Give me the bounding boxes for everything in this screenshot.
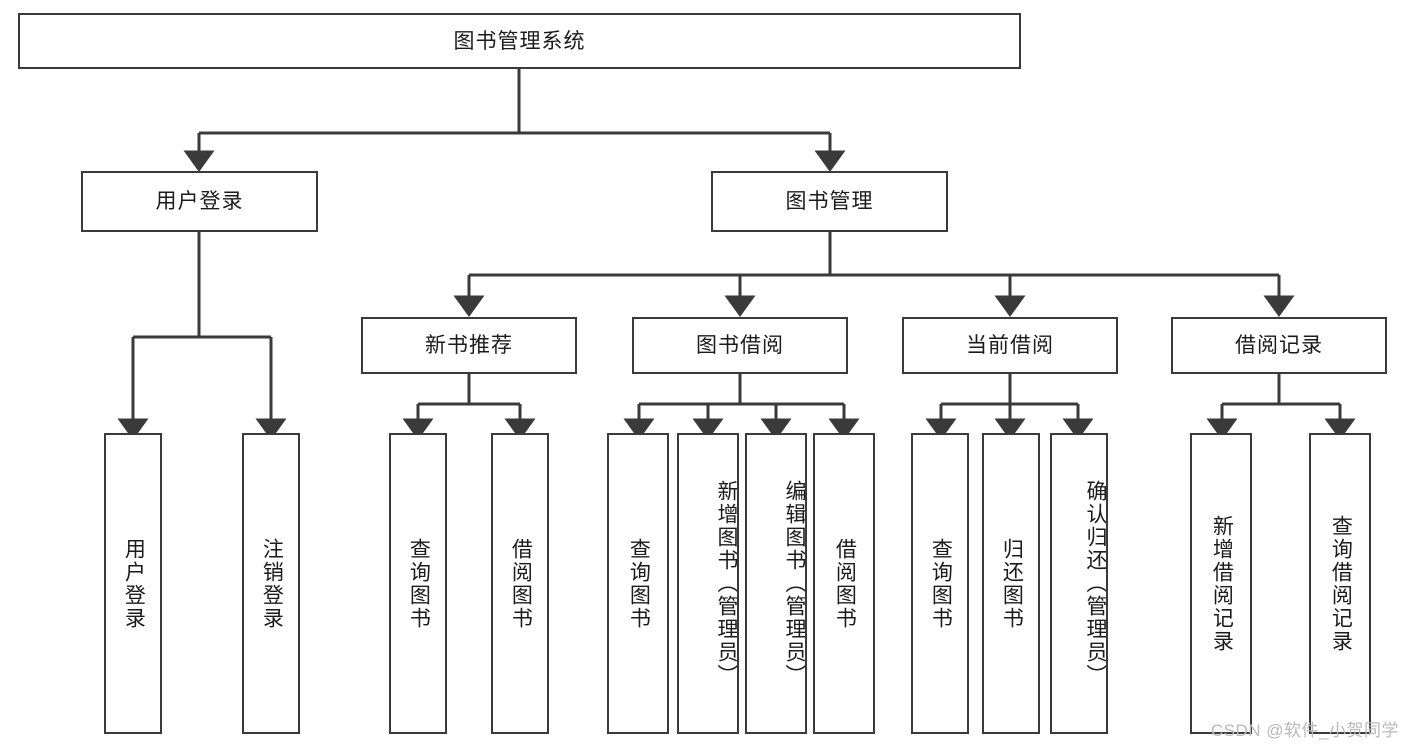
node-label: 查询图书: [627, 537, 651, 630]
leaf-confirm-return-admin[interactable]: 确认归还（管理员）: [1050, 433, 1108, 734]
node-label: 图书借阅: [696, 334, 784, 357]
node-label: 新书推荐: [425, 334, 513, 357]
node-label: 查询借阅记录: [1329, 514, 1353, 653]
leaf-add-borrow-record[interactable]: 新增借阅记录: [1190, 433, 1252, 734]
node-current-borrow[interactable]: 当前借阅: [902, 317, 1118, 374]
leaf-add-book-admin[interactable]: 新增图书（管理员）: [677, 433, 739, 734]
node-label: 编辑图书（管理员）: [783, 480, 806, 687]
node-label: 新增借阅记录: [1210, 514, 1234, 653]
node-borrow-record[interactable]: 借阅记录: [1171, 317, 1387, 374]
node-label: 借阅记录: [1235, 334, 1323, 357]
leaf-query-book-current[interactable]: 查询图书: [911, 433, 969, 734]
node-book-borrow[interactable]: 图书借阅: [632, 317, 848, 374]
node-new-book-recommend[interactable]: 新书推荐: [361, 317, 577, 374]
node-label: 用户登录: [122, 537, 146, 630]
node-user-login[interactable]: 用户登录: [81, 171, 318, 232]
node-label: 查询图书: [929, 537, 953, 630]
leaf-user-login[interactable]: 用户登录: [104, 433, 162, 734]
leaf-return-book[interactable]: 归还图书: [982, 433, 1040, 734]
node-book-management[interactable]: 图书管理: [711, 171, 948, 232]
leaf-edit-book-admin[interactable]: 编辑图书（管理员）: [745, 433, 807, 734]
node-label: 注销登录: [260, 537, 284, 630]
node-label: 当前借阅: [966, 334, 1054, 357]
leaf-logout-login[interactable]: 注销登录: [242, 433, 300, 734]
leaf-query-book-recommend[interactable]: 查询图书: [389, 433, 447, 734]
csdn-watermark: CSDN @软件_小贺同学: [1210, 721, 1399, 740]
node-root-book-management-system[interactable]: 图书管理系统: [18, 13, 1021, 69]
node-label: 确认归还（管理员）: [1084, 480, 1107, 687]
node-label: 新增图书（管理员）: [715, 480, 738, 687]
leaf-query-book-borrow[interactable]: 查询图书: [607, 433, 669, 734]
node-label: 用户登录: [155, 190, 244, 213]
leaf-borrow-book[interactable]: 借阅图书: [813, 433, 875, 734]
node-label: 查询图书: [407, 537, 431, 630]
node-label: 图书管理: [785, 190, 874, 213]
node-label: 图书管理系统: [453, 29, 586, 53]
leaf-query-borrow-record[interactable]: 查询借阅记录: [1309, 433, 1371, 734]
node-label: 归还图书: [1000, 537, 1024, 630]
leaf-borrow-book-recommend[interactable]: 借阅图书: [491, 433, 549, 734]
node-label: 借阅图书: [833, 537, 857, 630]
node-label: 借阅图书: [509, 537, 533, 630]
